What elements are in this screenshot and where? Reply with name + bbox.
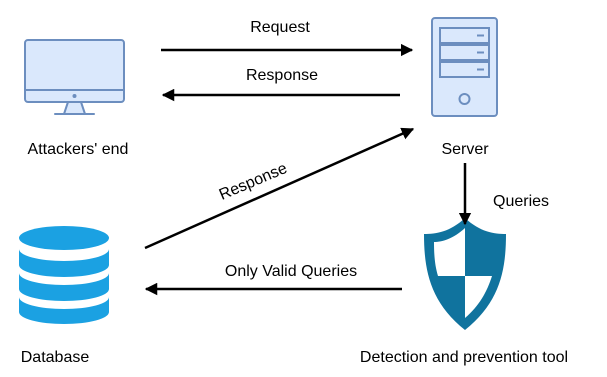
attackers-end-label: Attackers' end	[28, 141, 129, 158]
response-label-top: Response	[246, 67, 318, 84]
shield-icon	[424, 218, 506, 330]
server-label: Server	[441, 141, 489, 158]
server-tower-icon	[431, 17, 498, 117]
response-label-diagonal: Response	[217, 160, 290, 204]
request-label: Request	[250, 19, 310, 36]
response-arrow-from-database	[144, 127, 415, 250]
database-cylinder-icon	[19, 226, 109, 324]
computer-monitor-icon	[24, 39, 125, 115]
database-label: Database	[21, 349, 90, 366]
only-valid-queries-label: Only Valid Queries	[225, 263, 357, 280]
detection-tool-label: Detection and prevention tool	[360, 349, 568, 366]
queries-label: Queries	[493, 193, 549, 210]
